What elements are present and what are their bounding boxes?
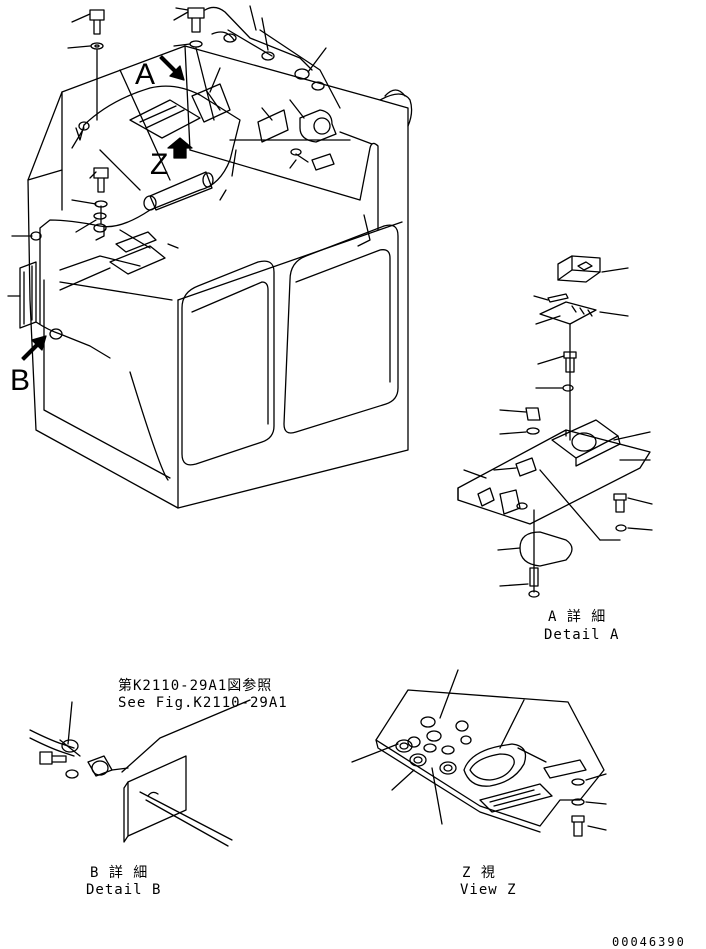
arrow-z (167, 137, 193, 159)
reference-en: See Fig.K2110-29A1 (118, 695, 288, 711)
bolt-mid-left (93, 167, 109, 225)
view-b-callout: B (10, 364, 31, 397)
bolt-top-center (187, 7, 215, 121)
view-z-jp: Z 視 (462, 865, 496, 881)
detail-a-en: Detail A (544, 627, 620, 643)
side-window (181, 260, 275, 466)
top-harness (39, 85, 241, 325)
view-z-callout: Z (150, 148, 169, 181)
door-opening (283, 224, 399, 434)
view-a-callout: A (135, 58, 156, 91)
cab-outline (27, 45, 409, 509)
detail-a-jp: A 詳 細 (548, 609, 607, 625)
left-panel (19, 261, 37, 329)
detail-b-jp: B 詳 細 (90, 865, 149, 881)
drawing-number: 00046390 (612, 935, 686, 949)
reference-jp: 第K2110-29A1図参照 (118, 678, 273, 694)
detail-a-plate (457, 429, 651, 525)
view-z-panel (351, 669, 607, 837)
bolt-top-left (78, 9, 105, 131)
arrow-b (21, 335, 47, 361)
bolt-right (290, 148, 335, 171)
view-z-en: View Z (460, 882, 517, 898)
detail-b-en: Detail B (86, 882, 162, 898)
cab-assembly (7, 5, 413, 509)
arrow-a (159, 55, 185, 81)
detail-a-exploded (457, 255, 653, 598)
detail-b-exploded (29, 699, 251, 847)
